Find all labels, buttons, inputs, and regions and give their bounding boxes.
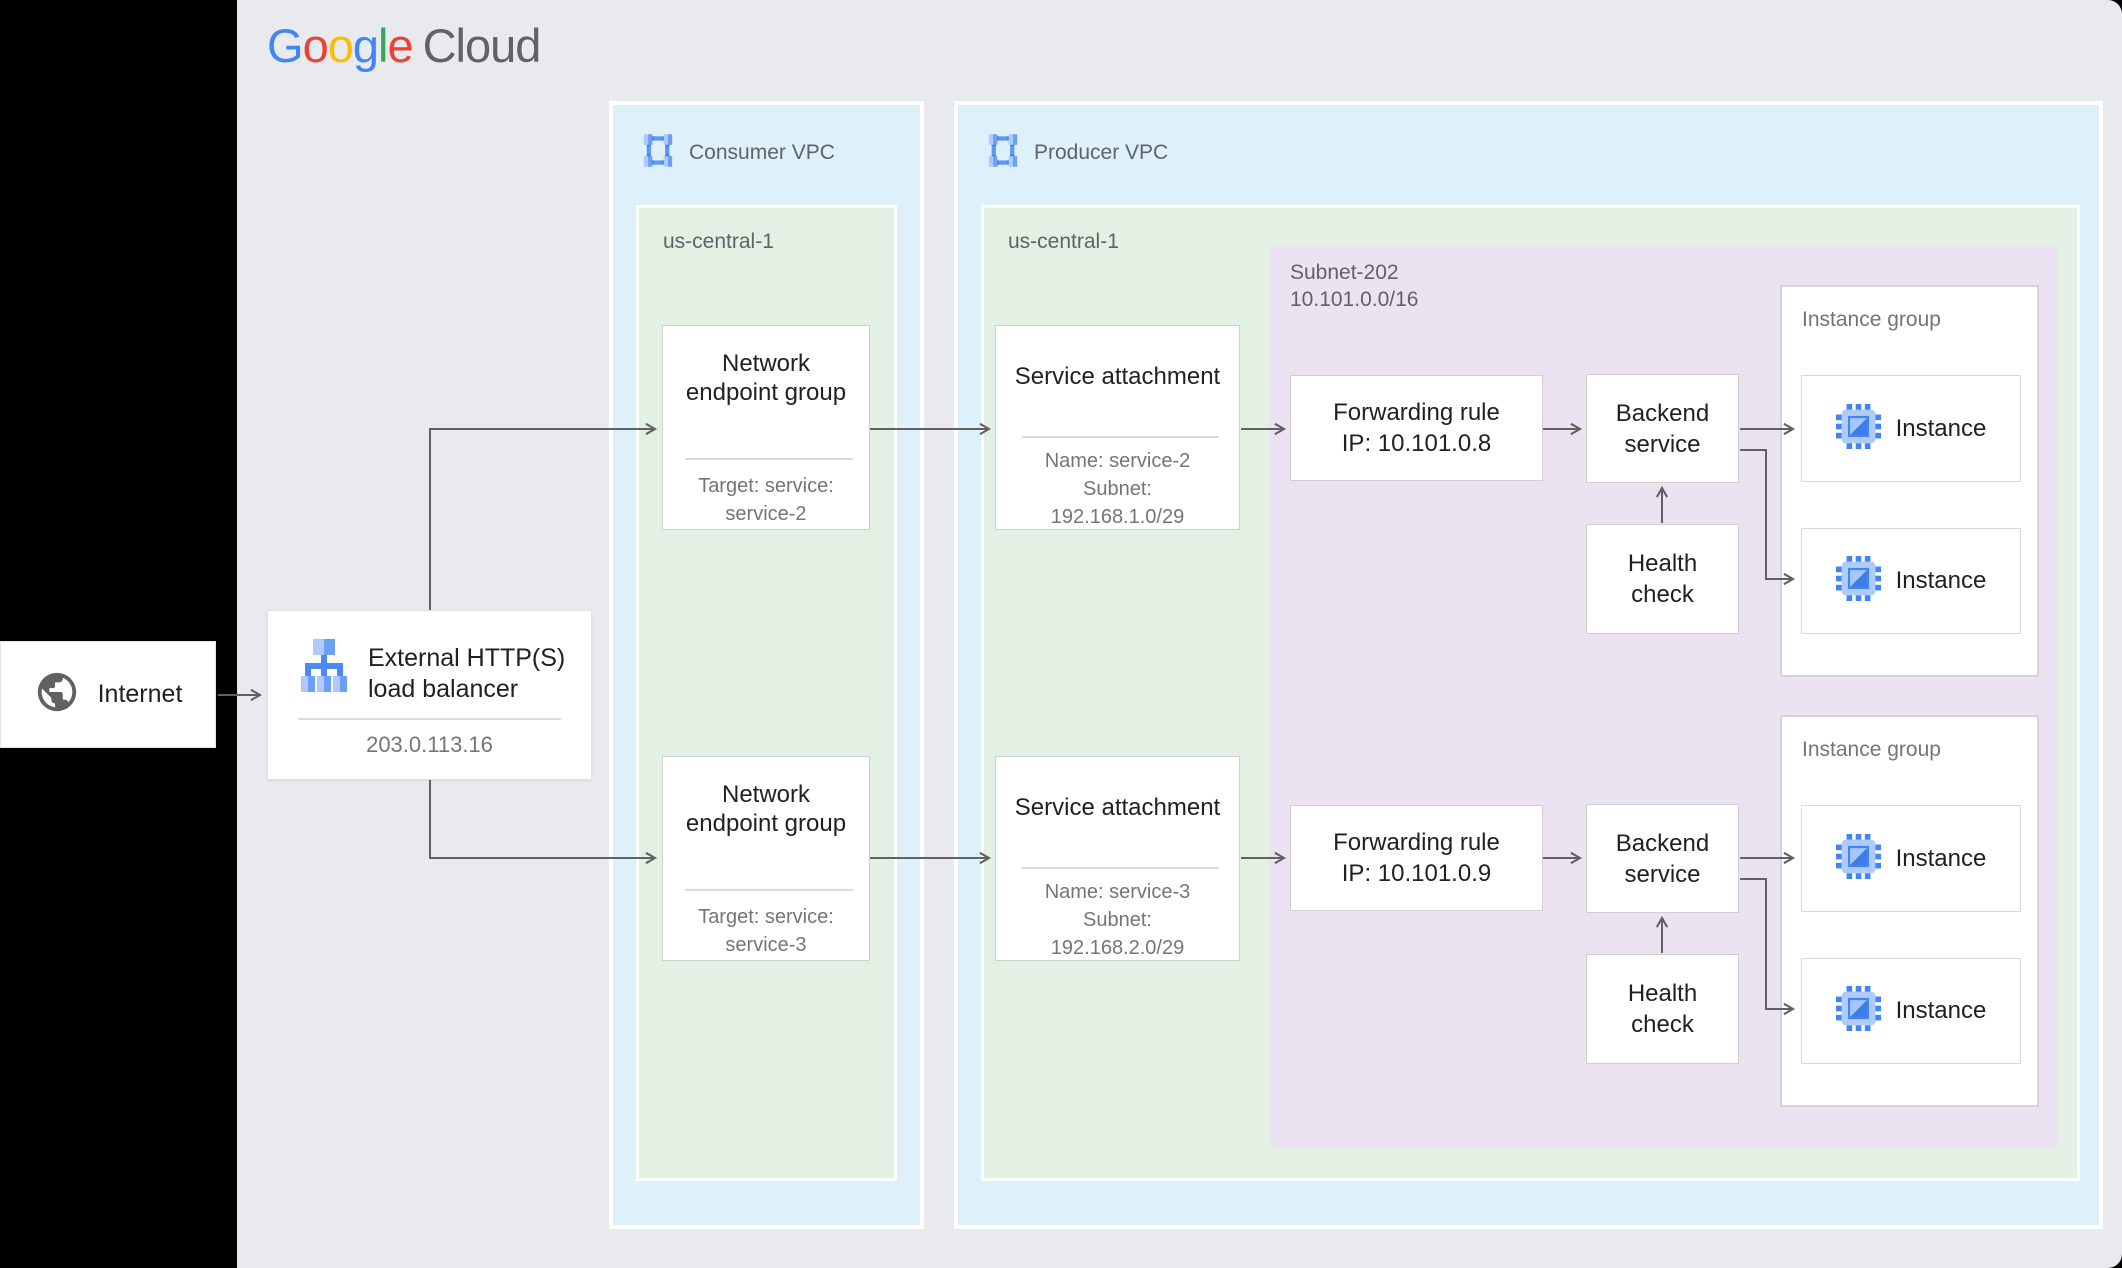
divider (1022, 867, 1219, 869)
instance-group-label: Instance group (1802, 308, 1941, 331)
fr-line2: IP: 10.101.0.8 (1341, 430, 1492, 457)
vpc-network-icon (641, 134, 675, 172)
divider (685, 889, 853, 891)
producer-vpc-header: Producer VPC (986, 134, 1168, 172)
subnet-name: Subnet-202 (1290, 261, 1399, 284)
logo-cloud-text: Cloud (422, 19, 542, 72)
fr-line2: IP: 10.101.0.9 (1341, 860, 1492, 887)
health-check-top: Health check (1586, 524, 1739, 634)
producer-vpc-label: Producer VPC (1034, 141, 1169, 164)
neg-detail-line1: Target: service: (698, 475, 834, 497)
neg-detail: Target: service: service-3 (663, 903, 869, 959)
producer-region-container: us-central-1 Service attachment Name: se… (981, 205, 2080, 1181)
globe-icon (34, 669, 80, 720)
logo-letter: g (352, 19, 379, 72)
compute-instance-icon (1835, 833, 1881, 884)
consumer-region-container: us-central-1 Network endpoint group Targ… (636, 205, 897, 1181)
logo-letter: o (327, 19, 354, 72)
sa-detail: Name: service-3 Subnet: 192.168.2.0/29 (996, 878, 1239, 962)
neg-title-line2: endpoint group (685, 379, 847, 406)
lb-title-line1: External HTTP(S) (368, 644, 566, 672)
compute-instance-icon (1835, 556, 1881, 606)
divider (298, 718, 561, 720)
backend-service-bottom: Backend service (1586, 804, 1739, 913)
vpc-network-icon (986, 134, 1020, 172)
subnet-container: Subnet-202 10.101.0.0/16 Forwarding rule… (1270, 245, 2058, 1148)
producer-region-label: us-central-1 (1008, 230, 1119, 253)
logo-letter: G (267, 19, 304, 72)
instance-group-label: Instance group (1802, 738, 1941, 761)
instance-node: Instance (1801, 958, 2021, 1064)
internet-node: Internet (0, 641, 216, 748)
forwarding-rule-top: Forwarding rule IP: 10.101.0.8 (1290, 375, 1543, 481)
fr-line1: Forwarding rule (1333, 829, 1500, 856)
sa-title: Service attachment (1014, 794, 1221, 821)
neg-title-line1: Network (721, 781, 811, 808)
sa-detail-line1: Name: service-2 (1044, 450, 1191, 472)
neg-title: Network endpoint group (663, 349, 869, 407)
bs-line1: Backend (1615, 399, 1710, 427)
bs-line1: Backend (1615, 829, 1710, 857)
sa-detail: Name: service-2 Subnet: 192.168.1.0/29 (996, 447, 1239, 531)
hc-line2: check (1631, 1011, 1694, 1038)
backend-service-top: Backend service (1586, 374, 1739, 483)
sa-detail-line1: Name: service-3 (1044, 881, 1191, 903)
hc-line1: Health (1627, 550, 1698, 577)
logo-letter: l (377, 19, 389, 72)
subnet-cidr: 10.101.0.0/16 (1290, 288, 1419, 311)
compute-instance-icon (1835, 986, 1881, 1036)
instance-group-top: Instance group (1780, 285, 2039, 677)
service-attachment-bottom: Service attachment Name: service-3 Subne… (995, 756, 1240, 961)
health-check-bottom: Health check (1586, 954, 1739, 1064)
instance-node: Instance (1801, 375, 2021, 482)
compute-instance-icon (1835, 403, 1881, 454)
external-https-load-balancer: External HTTP(S) load balancer 203.0.113… (267, 610, 592, 780)
logo-letter: o (302, 19, 329, 72)
subnet-label: Subnet-202 10.101.0.0/16 (1290, 259, 1418, 313)
fr-line1: Forwarding rule (1333, 399, 1500, 426)
network-endpoint-group-bottom: Network endpoint group Target: service: … (662, 756, 870, 961)
sa-detail-line3: 192.168.2.0/29 (1050, 937, 1185, 959)
neg-detail-line1: Target: service: (698, 906, 834, 928)
hc-line2: check (1631, 581, 1694, 608)
instance-label: Instance (1895, 997, 1987, 1024)
sa-detail-line2: Subnet: (1083, 909, 1152, 931)
producer-vpc-container: Producer VPC us-central-1 Service attach… (954, 101, 2103, 1229)
instance-group-bottom: Instance group (1780, 715, 2039, 1107)
neg-title-line1: Network (721, 350, 811, 377)
internet-label: Internet (97, 680, 183, 708)
consumer-region-label: us-central-1 (663, 230, 774, 253)
instance-label: Instance (1895, 567, 1987, 594)
consumer-vpc-header: Consumer VPC (641, 134, 835, 172)
neg-title-line2: endpoint group (685, 810, 847, 837)
consumer-vpc-container: Consumer VPC us-central-1 Network endpoi… (609, 101, 924, 1229)
neg-title: Network endpoint group (663, 780, 869, 838)
logo-letter: e (387, 19, 413, 72)
lb-title: External HTTP(S) load balancer (368, 643, 565, 705)
bs-line2: service (1624, 430, 1701, 458)
instance-node: Instance (1801, 805, 2021, 912)
forwarding-rule-bottom: Forwarding rule IP: 10.101.0.9 (1290, 805, 1543, 911)
neg-detail-line2: service-3 (725, 934, 807, 956)
neg-detail: Target: service: service-2 (663, 472, 869, 528)
sa-title: Service attachment (1014, 363, 1221, 390)
divider (1022, 436, 1219, 438)
service-attachment-top: Service attachment Name: service-2 Subne… (995, 325, 1240, 530)
instance-label: Instance (1895, 844, 1987, 872)
load-balancer-icon (298, 637, 350, 698)
divider (685, 458, 853, 460)
sa-detail-line3: 192.168.1.0/29 (1050, 506, 1185, 528)
lb-title-line2: load balancer (368, 675, 519, 703)
instance-node: Instance (1801, 528, 2021, 634)
instance-label: Instance (1895, 414, 1987, 442)
consumer-vpc-label: Consumer VPC (689, 141, 835, 164)
hc-line1: Health (1627, 980, 1698, 1007)
bs-line2: service (1624, 860, 1701, 888)
sa-detail-line2: Subnet: (1083, 478, 1152, 500)
lb-ip-address: 203.0.113.16 (366, 732, 493, 757)
network-endpoint-group-top: Network endpoint group Target: service: … (662, 325, 870, 530)
neg-detail-line2: service-2 (725, 503, 807, 525)
